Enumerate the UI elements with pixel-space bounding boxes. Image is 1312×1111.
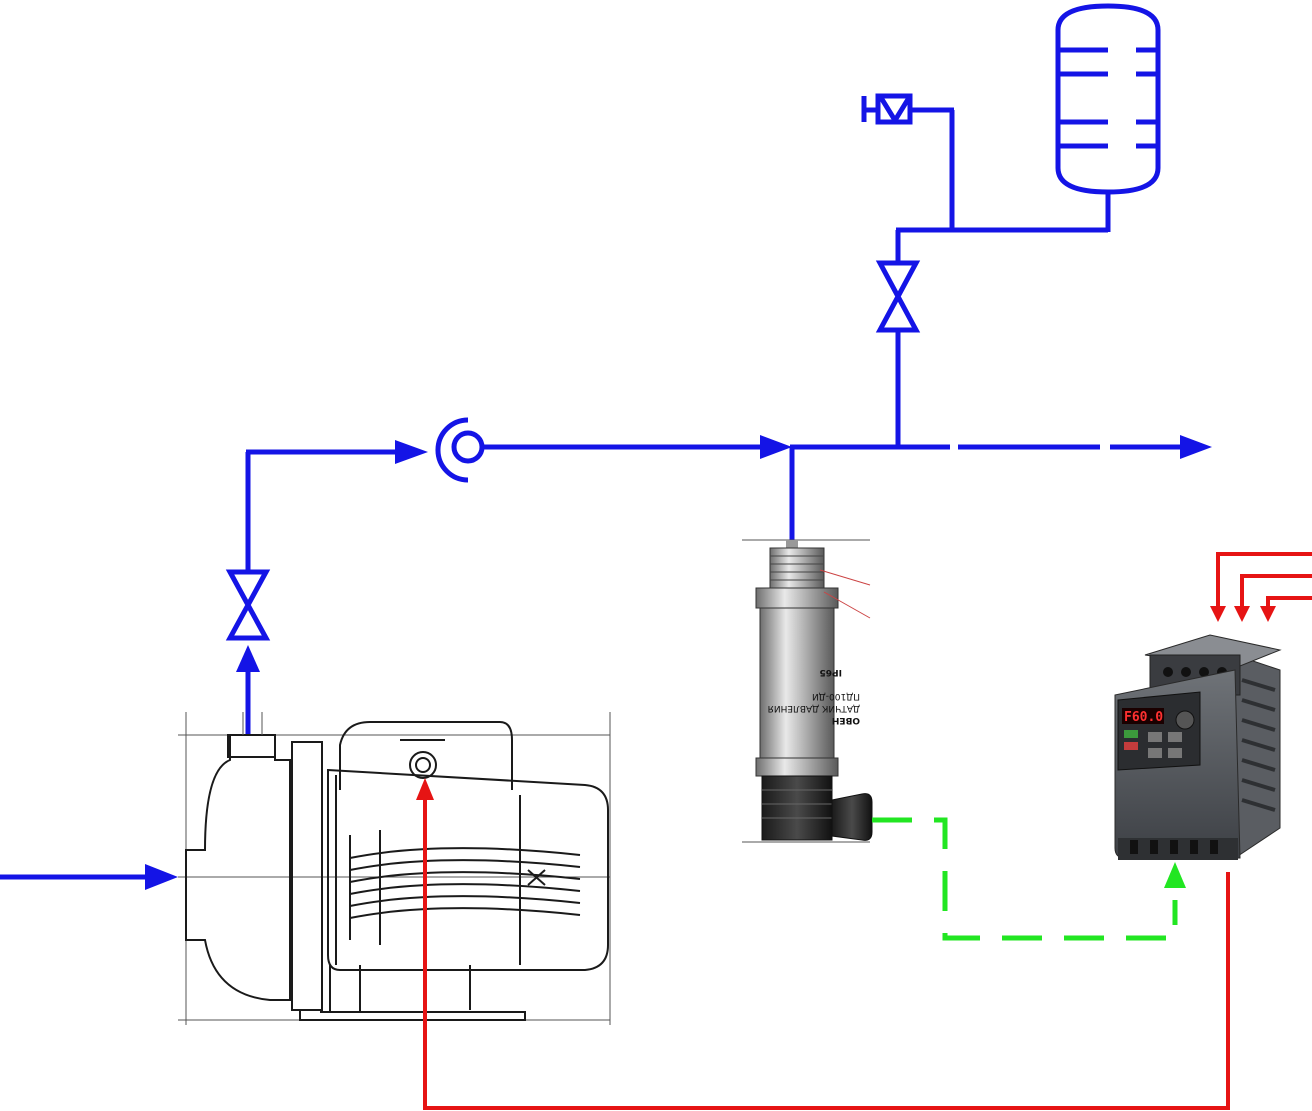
flow-arrow-icon (395, 440, 428, 464)
sensor-brand: ОВЕН (832, 715, 860, 725)
expansion-tank-icon (1055, 3, 1161, 195)
signal-arrow-icon (1164, 862, 1186, 888)
flow-arrow-icon-2 (760, 435, 792, 459)
motor-feed-arrow-icon (416, 778, 434, 800)
sensor-label-line-3: IP65 (820, 667, 842, 677)
outlet-flow-arrow-icon (1180, 435, 1212, 459)
faucet-icon (861, 93, 913, 125)
vfd-display: F60.0 (1124, 710, 1163, 725)
signal-wiring (872, 817, 1186, 941)
inlet-arrow-icon (145, 864, 178, 890)
valve-icon (225, 569, 271, 641)
pump-icon (178, 712, 611, 1025)
vfd-icon: F60.0 (1114, 634, 1282, 860)
water-piping (0, 3, 1212, 890)
power-wiring (416, 552, 1312, 1110)
sensor-label-line-1: ДАТЧИК ДАВЛЕНИЯ (768, 703, 860, 713)
pressure-sensor-icon: ДАТЧИК ДАВЛЕНИЯ ПД100-ДИ IP65 ОВЕН (742, 539, 873, 843)
sensor-label-line-2: ПД100-ДИ (812, 691, 860, 701)
check-valve-icon (435, 417, 485, 483)
valve-icon-2 (875, 260, 921, 333)
outlet-arrow-icon (236, 645, 260, 672)
